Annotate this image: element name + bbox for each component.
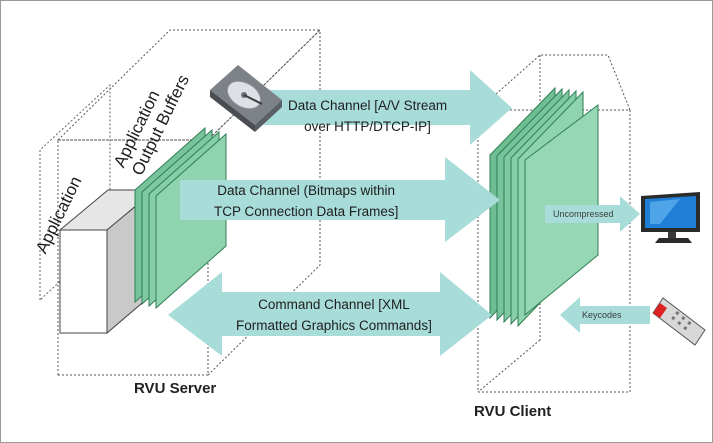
arrow-uncompressed [545,196,640,232]
keycodes-label: Keycodes [582,310,622,320]
av-stream-channel-label: Data Channel [A/V Stream over HTTP/DTCP-… [288,95,447,137]
arrow-bitmaps [180,157,500,242]
command-line2: Formatted Graphics Commands] [236,318,432,333]
av-stream-line1: Data Channel [A/V Stream [288,98,448,113]
command-channel-label: Command Channel [XML Formatted Graphics … [236,294,432,336]
remote-control-icon [652,297,706,346]
rvu-server-title: RVU Server [134,380,217,397]
monitor-icon [641,192,700,243]
client-buffers [489,86,599,328]
arrow-av-stream [252,70,512,145]
rvu-client-title: RVU Client [474,403,552,420]
arrow-keycodes [560,297,650,333]
bitmaps-channel-label: Data Channel (Bitmaps within TCP Connect… [214,180,398,222]
server-inner-box [39,83,111,302]
bitmaps-line2: TCP Connection Data Frames] [214,204,399,219]
server-buffers [134,126,227,310]
arrow-command [168,272,492,356]
bitmaps-line1: Data Channel (Bitmaps within [217,183,396,198]
uncompressed-label: Uncompressed [553,209,614,219]
av-stream-line2: over HTTP/DTCP-IP] [304,119,431,134]
hard-drive-icon [210,65,282,132]
command-line1: Command Channel [XML [258,297,410,312]
